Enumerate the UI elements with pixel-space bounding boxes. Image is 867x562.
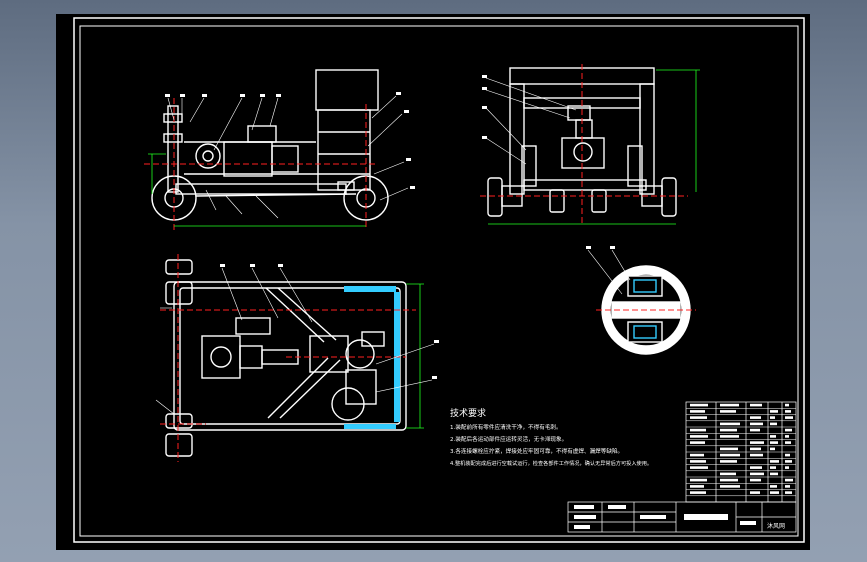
parts-cell-mark bbox=[690, 453, 704, 457]
top-view-dimensions bbox=[406, 283, 424, 429]
parts-cell-mark bbox=[750, 428, 760, 432]
parts-cell-mark bbox=[690, 410, 705, 413]
parts-cell-mark bbox=[770, 410, 778, 413]
parts-cell-mark bbox=[770, 472, 778, 476]
side-view-leaders bbox=[167, 95, 409, 219]
title-block bbox=[567, 501, 797, 533]
parts-cell-mark bbox=[750, 441, 764, 444]
parts-cell-mark bbox=[770, 435, 776, 438]
parts-cell-mark bbox=[750, 453, 763, 457]
tech-line: 3.各连接螺栓应拧紧，焊接处应牢固可靠，不得有虚焊、漏焊等缺陷。 bbox=[450, 447, 623, 455]
inner-frame bbox=[79, 25, 799, 537]
parts-cell-mark bbox=[720, 428, 737, 432]
parts-cell-mark bbox=[785, 441, 791, 444]
tech-heading: 技术要求 bbox=[450, 407, 486, 419]
side-view-centerlines bbox=[144, 98, 376, 230]
parts-cell-mark bbox=[770, 422, 777, 426]
tech-line: 1.装配前所有零件应清洗干净，不得有毛刺。 bbox=[450, 423, 562, 431]
parts-cell-mark bbox=[770, 447, 775, 451]
parts-cell-mark bbox=[690, 428, 706, 432]
parts-cell-mark bbox=[720, 472, 736, 476]
parts-cell-mark bbox=[785, 410, 791, 413]
parts-cell-mark bbox=[785, 485, 790, 488]
parts-cell-mark bbox=[690, 403, 708, 407]
balloon-marks bbox=[165, 75, 615, 379]
parts-cell-mark bbox=[770, 491, 779, 494]
parts-cell-mark bbox=[785, 460, 792, 463]
parts-cell-mark bbox=[690, 460, 706, 463]
parts-cell-mark bbox=[785, 428, 792, 432]
title-block-fill bbox=[574, 505, 756, 529]
parts-cell-mark bbox=[785, 453, 790, 457]
top-view-centerlines bbox=[160, 254, 416, 462]
outer-frame bbox=[73, 17, 805, 543]
assembly-drawing: 技术要求 1.装配前所有零件应清洗干净，不得有毛刺。 2.装配后各运动部件应运转… bbox=[73, 17, 805, 543]
parts-cell-mark bbox=[720, 422, 740, 426]
front-view-dimensions bbox=[488, 69, 700, 225]
parts-cell-mark bbox=[750, 472, 764, 476]
logo-text: 沐风网 bbox=[767, 522, 785, 530]
parts-cell-mark bbox=[690, 466, 708, 469]
parts-cell-mark bbox=[785, 491, 792, 494]
parts-cell-mark bbox=[690, 478, 707, 482]
parts-cell-mark bbox=[690, 485, 704, 488]
parts-cell-mark bbox=[785, 403, 789, 407]
top-view-leaders bbox=[155, 267, 435, 415]
cad-viewport[interactable]: 技术要求 1.装配前所有零件应清洗干净，不得有毛刺。 2.装配后各运动部件应运转… bbox=[56, 14, 810, 550]
parts-rows bbox=[686, 408, 796, 497]
parts-cell-mark bbox=[750, 403, 762, 407]
parts-cell-mark bbox=[720, 410, 736, 413]
parts-cell-mark bbox=[690, 441, 705, 444]
tech-line: 2.装配后各运动部件应运转灵活，无卡滞现象。 bbox=[450, 435, 567, 443]
parts-cell-mark bbox=[770, 441, 778, 444]
parts-cell-mark bbox=[785, 416, 793, 419]
parts-cell-mark bbox=[720, 435, 739, 438]
parts-cell-mark bbox=[770, 460, 779, 463]
parts-cell-mark bbox=[770, 416, 775, 419]
parts-cell-mark bbox=[770, 466, 776, 469]
parts-cell-mark bbox=[785, 466, 789, 469]
parts-cell-mark bbox=[720, 447, 738, 451]
parts-cell-mark bbox=[770, 485, 777, 488]
parts-cell-mark bbox=[750, 466, 762, 469]
parts-cell-mark bbox=[785, 435, 789, 438]
parts-cell-mark bbox=[690, 435, 708, 438]
parts-cell-mark bbox=[750, 422, 763, 426]
side-view-dimensions bbox=[148, 153, 366, 227]
parts-cell-mark bbox=[785, 478, 793, 482]
parts-cell-mark bbox=[720, 478, 738, 482]
parts-cell-mark bbox=[750, 416, 761, 419]
parts-cell-mark bbox=[690, 491, 706, 494]
tech-line: 4.整机装配完成后进行空载试运行，检查各部件工作情况，确认无异常后方可投入使用。 bbox=[450, 459, 652, 467]
parts-cell-mark bbox=[720, 485, 740, 488]
parts-cell-mark bbox=[720, 403, 739, 407]
parts-cell-mark bbox=[690, 416, 707, 419]
side-view bbox=[151, 69, 389, 221]
tech-requirements: 技术要求 1.装配前所有零件应清洗干净，不得有毛刺。 2.装配后各运动部件应运转… bbox=[450, 407, 652, 467]
parts-cell-mark bbox=[720, 453, 740, 457]
front-view-leaders bbox=[485, 77, 577, 165]
parts-fill bbox=[690, 403, 793, 494]
parts-cell-mark bbox=[750, 491, 760, 494]
parts-cell-mark bbox=[720, 460, 737, 463]
detail-leaders bbox=[587, 249, 631, 295]
front-view-centerlines bbox=[480, 64, 688, 224]
parts-cell-mark bbox=[750, 447, 761, 451]
parts-cell-mark bbox=[750, 478, 761, 482]
